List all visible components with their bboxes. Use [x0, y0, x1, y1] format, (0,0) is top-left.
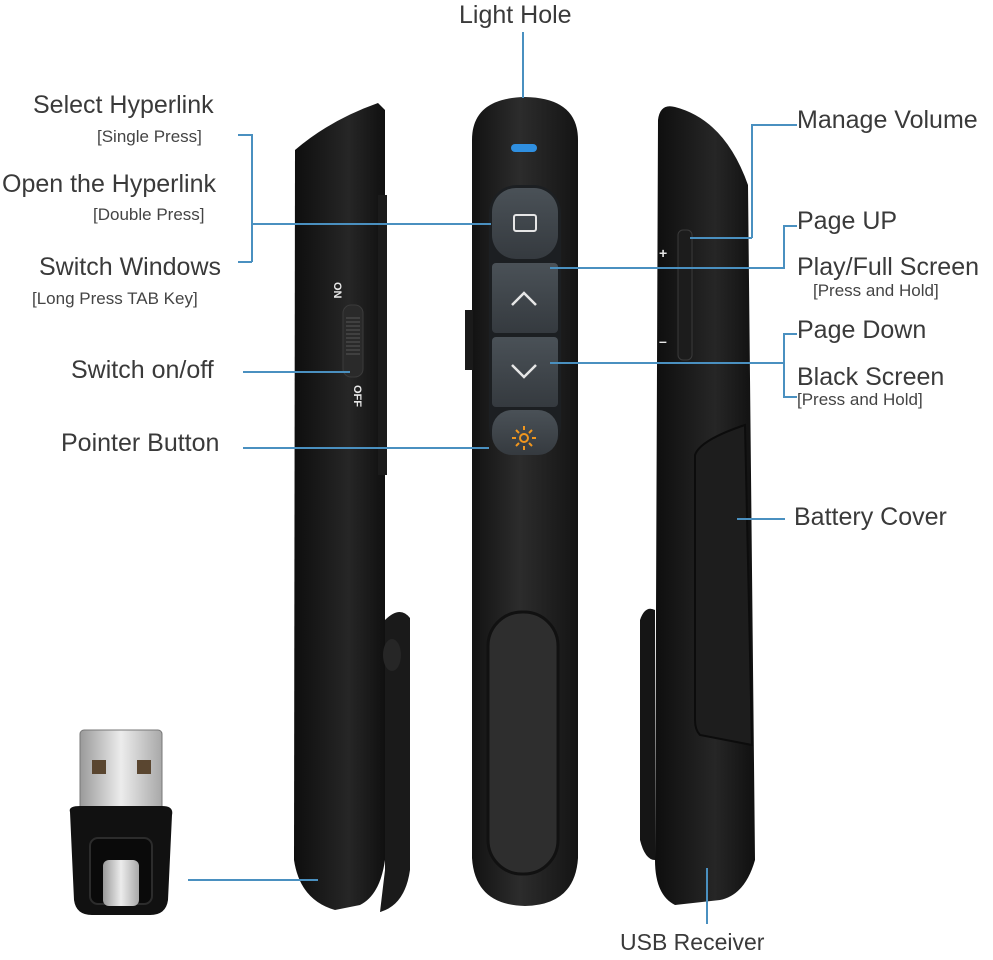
page-down-button	[492, 337, 558, 407]
callout-line-volume-to-device	[690, 237, 752, 239]
label-open-hyperlink-sub: [Double Press]	[93, 205, 205, 224]
callout-bracket-right-bottom-b	[783, 396, 797, 398]
callout-line-light-hole	[522, 32, 524, 98]
label-play-full-screen: Play/Full Screen	[797, 253, 980, 281]
callout-bracket-left-top-b	[238, 261, 252, 263]
presenter-front-view	[465, 97, 578, 906]
label-page-up: Page UP	[797, 207, 898, 235]
label-play-full-screen-sub: [Press and Hold]	[813, 281, 939, 300]
volume-plus-marking: +	[659, 245, 668, 261]
presenter-left-side-view	[294, 103, 410, 912]
label-battery-cover: Battery Cover	[794, 503, 947, 531]
switch-ridges	[346, 317, 360, 355]
label-light-hole: Light Hole	[459, 1, 572, 29]
callout-bracket-right-bottom-v	[783, 333, 785, 397]
callout-line-battery	[737, 518, 785, 520]
callout-line-page-down	[550, 362, 785, 364]
callout-line-usb	[188, 879, 318, 881]
presenter-right-side-view	[640, 106, 755, 905]
label-page-down: Page Down	[797, 316, 927, 344]
label-select-hyperlink: Select Hyperlink	[33, 91, 214, 119]
callout-line-volume-h	[752, 124, 797, 126]
callout-line-hyperlink	[251, 223, 491, 225]
window-icon	[513, 214, 537, 232]
usb-receiver	[69, 729, 173, 915]
callout-line-usb-receiver	[706, 868, 708, 924]
label-black-screen: Black Screen	[797, 363, 945, 391]
label-usb-receiver: USB Receiver	[620, 929, 765, 955]
laser-pointer-icon	[512, 426, 536, 450]
callout-bracket-right-top-a	[783, 225, 797, 227]
switch-off-marking: OFF	[351, 385, 363, 407]
callout-line-pointer	[243, 447, 489, 449]
switch-on-marking: ON	[331, 282, 343, 299]
label-pointer-button: Pointer Button	[61, 429, 220, 457]
callout-bracket-right-bottom-a	[783, 333, 797, 335]
label-switch-windows-sub: [Long Press TAB Key]	[32, 289, 198, 308]
chevron-up-icon	[511, 291, 537, 306]
hyperlink-button	[492, 188, 558, 259]
status-led	[511, 144, 537, 152]
label-black-screen-sub: [Press and Hold]	[797, 390, 923, 409]
chevron-down-icon	[511, 364, 537, 379]
callout-line-volume-v	[751, 124, 753, 238]
callout-line-switch	[243, 371, 350, 373]
label-switch-windows: Switch Windows	[39, 253, 221, 281]
label-switch-onoff: Switch on/off	[71, 356, 214, 384]
callout-bracket-left-top	[251, 134, 253, 262]
callout-bracket-left-top-a	[238, 134, 252, 136]
label-manage-volume: Manage Volume	[797, 106, 978, 134]
pointer-button	[492, 410, 558, 455]
page-up-button	[492, 263, 558, 333]
label-select-hyperlink-sub: [Single Press]	[97, 127, 202, 146]
volume-minus-marking: –	[659, 333, 667, 349]
callout-bracket-right-top-v	[783, 225, 785, 269]
label-open-hyperlink: Open the Hyperlink	[2, 170, 217, 198]
callout-line-page-up	[550, 267, 785, 269]
